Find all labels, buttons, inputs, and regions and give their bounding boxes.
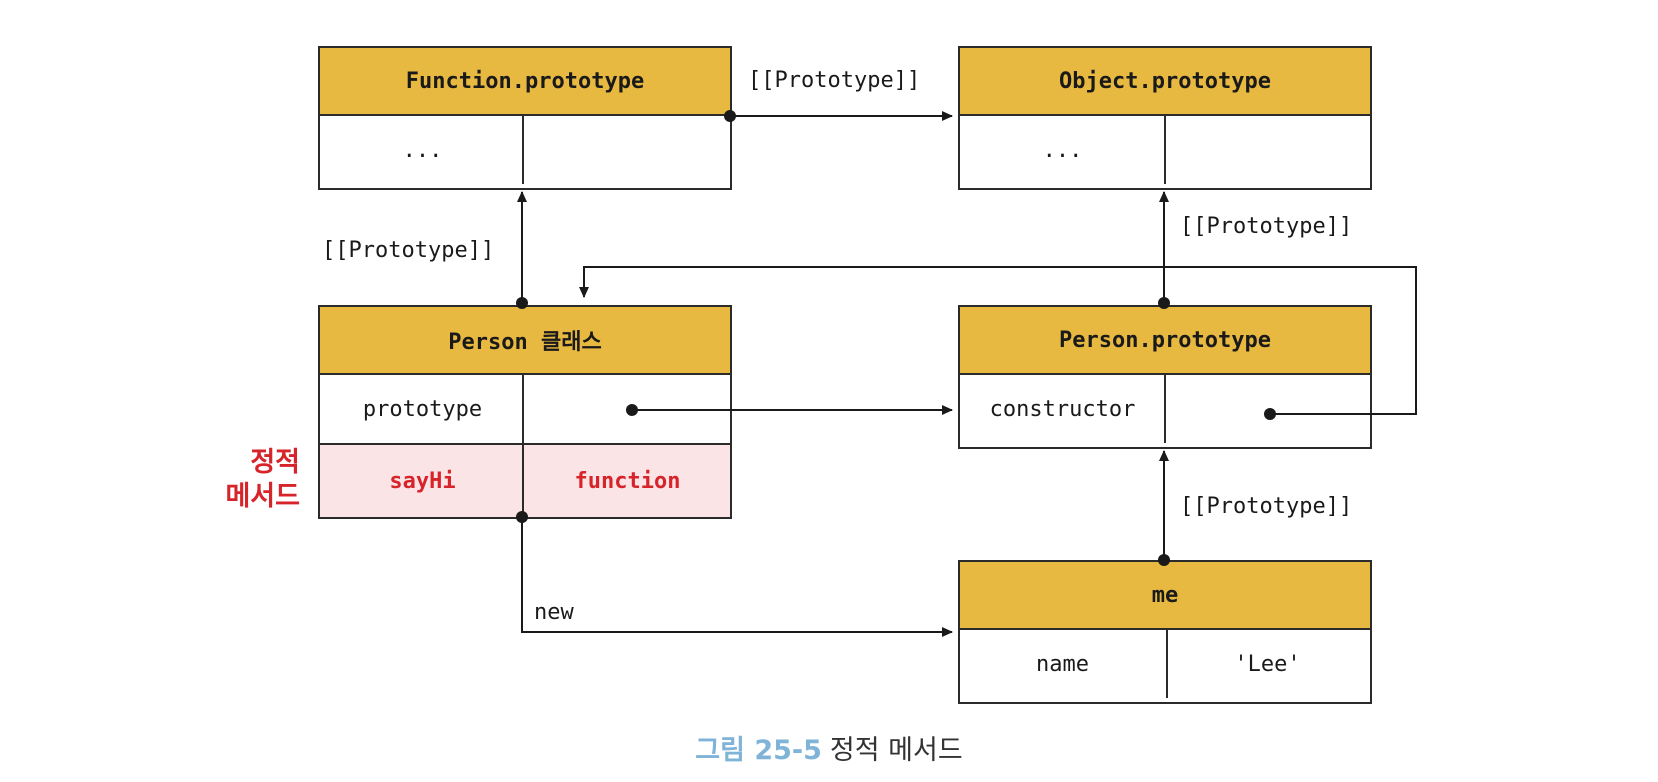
label-me-to-proto: [[Prototype]] — [1180, 494, 1353, 519]
person-class-sayhi-row: sayHi function — [320, 443, 730, 517]
me-name-key: name — [1036, 651, 1089, 677]
person-prototype-constructor-row: constructor — [960, 375, 1370, 443]
arrow-prototype-to-person-prototype — [626, 404, 953, 416]
object-prototype-box: Object.prototype ... — [958, 46, 1372, 190]
arrow-class-to-function — [516, 191, 528, 309]
constructor-key: constructor — [989, 396, 1136, 422]
arrow-function-to-object — [724, 110, 953, 122]
object-prototype-row: ... — [960, 116, 1370, 184]
arrow-new-instance — [516, 511, 953, 637]
sayhi-key: sayHi — [389, 468, 456, 494]
person-class-title: Person 클래스 — [320, 307, 730, 375]
me-box: me name 'Lee' — [958, 560, 1372, 704]
function-prototype-ellipsis: ... — [402, 137, 443, 163]
function-prototype-title: Function.prototype — [320, 48, 730, 116]
me-title: me — [960, 562, 1370, 630]
static-method-label-line2: 메서드 — [225, 481, 300, 512]
static-method-label-line1: 정적 — [250, 447, 300, 478]
label-function-to-object: [[Prototype]] — [748, 68, 921, 93]
label-proto-to-object: [[Prototype]] — [1180, 214, 1353, 239]
label-class-to-function: [[Prototype]] — [322, 238, 495, 263]
person-prototype-box: Person.prototype constructor — [958, 305, 1372, 449]
arrow-me-to-person-prototype — [1158, 450, 1170, 566]
person-prototype-title: Person.prototype — [960, 307, 1370, 375]
function-prototype-row: ... — [320, 116, 730, 184]
figure-number: 그림 25-5 — [695, 735, 822, 766]
sayhi-value: function — [574, 468, 681, 494]
arrow-constructor-to-class — [579, 266, 1417, 420]
label-new: new — [534, 600, 574, 625]
me-name-value: 'Lee' — [1234, 651, 1301, 677]
object-prototype-title: Object.prototype — [960, 48, 1370, 116]
arrow-proto-to-object — [1158, 191, 1170, 309]
person-class-prototype-row: prototype — [320, 375, 730, 443]
person-class-box: Person 클래스 prototype sayHi function — [318, 305, 732, 519]
person-class-prototype-key: prototype — [362, 396, 483, 422]
figure-title: 정적 메서드 — [829, 735, 963, 766]
me-name-row: name 'Lee' — [960, 630, 1370, 698]
static-method-label: 정적 메서드 — [196, 446, 300, 514]
object-prototype-ellipsis: ... — [1042, 137, 1083, 163]
function-prototype-box: Function.prototype ... — [318, 46, 732, 190]
